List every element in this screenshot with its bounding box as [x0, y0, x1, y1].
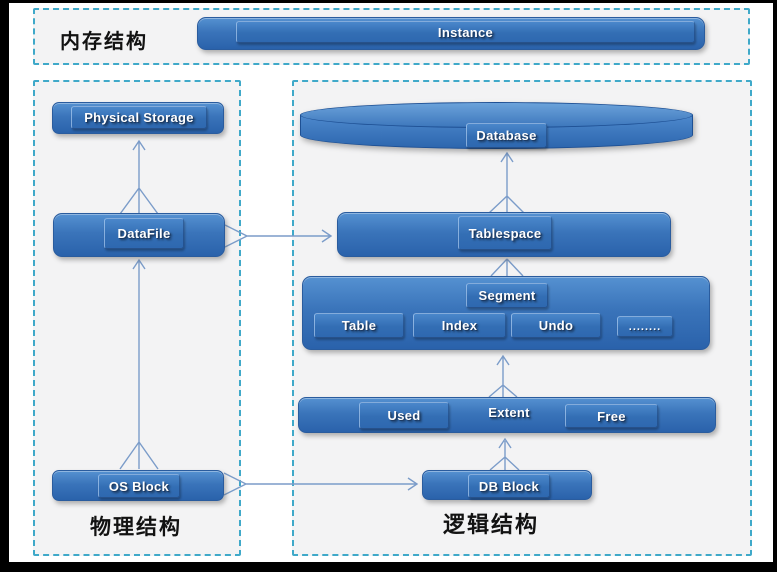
memory-structure-label: 内存结构 [60, 31, 148, 53]
segment-ellipsis-label: ........ [628, 320, 662, 333]
physical-structure-label: 物理结构 [90, 516, 182, 539]
segment-undo-chip: Undo [511, 313, 601, 338]
segment-label: Segment [478, 288, 536, 303]
segment-table-chip: Table [314, 313, 404, 338]
segment-node: Segment Table Index Undo ........ [302, 276, 710, 350]
datafile-node: DataFile [53, 213, 225, 257]
frame-edge-bottom [0, 562, 777, 572]
tablespace-label: Tablespace [468, 225, 542, 241]
database-label: Database [476, 128, 537, 143]
physical-storage-label-chip: Physical Storage [71, 106, 207, 129]
extent-used-chip: Used [359, 402, 449, 429]
datafile-label: DataFile [117, 226, 171, 241]
logical-structure-label: 逻辑结构 [443, 512, 540, 537]
extent-free-chip: Free [565, 404, 658, 428]
physical-storage-label: Physical Storage [84, 110, 194, 125]
instance-node: Instance [197, 17, 705, 50]
extent-used-label: Used [387, 408, 421, 423]
instance-label: Instance [437, 24, 494, 40]
extent-node: Used Extent Free [298, 397, 716, 433]
db-block-label: DB Block [478, 478, 540, 494]
segment-index-label: Index [441, 318, 478, 333]
os-block-label-chip: OS Block [98, 474, 180, 498]
segment-index-chip: Index [413, 313, 506, 338]
database-label-chip: Database [466, 123, 547, 148]
instance-label-chip: Instance [236, 21, 695, 43]
segment-table-label: Table [341, 318, 377, 333]
frame-edge-top [0, 0, 777, 3]
segment-label-chip: Segment [466, 283, 548, 308]
datafile-label-chip: DataFile [104, 218, 184, 249]
segment-ellipsis-chip: ........ [617, 316, 673, 337]
os-block-label: OS Block [108, 478, 170, 494]
frame-edge-right [773, 0, 777, 572]
tablespace-label-chip: Tablespace [458, 216, 552, 250]
tablespace-node: Tablespace [337, 212, 671, 257]
db-block-label-chip: DB Block [468, 474, 550, 498]
physical-storage-node: Physical Storage [52, 102, 224, 134]
extent-free-label: Free [597, 408, 626, 424]
db-block-node: DB Block [422, 470, 592, 500]
extent-label: Extent [488, 405, 530, 420]
segment-undo-label: Undo [538, 318, 574, 333]
os-block-node: OS Block [52, 470, 224, 501]
frame-edge-left [0, 0, 9, 572]
